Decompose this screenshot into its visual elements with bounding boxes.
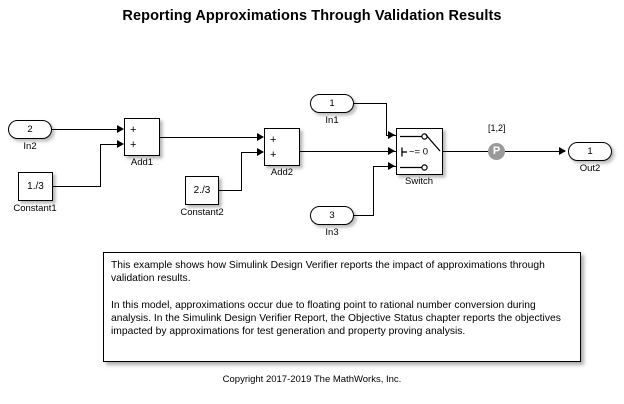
inport-in2-label: In2	[23, 141, 37, 152]
wire-arrow-switch-in2	[388, 147, 395, 155]
wire-in1-seg1	[354, 103, 387, 105]
switch-glyph	[400, 133, 441, 171]
block-switch-label: Switch	[405, 176, 433, 187]
annotation-note[interactable]: This example shows how Simulink Design V…	[103, 252, 581, 362]
inport-in3[interactable]: 3	[310, 206, 354, 225]
inport-in1-number: 1	[329, 98, 335, 109]
wire-constant1-seg3	[100, 144, 118, 146]
wire-arrow-add2-in2	[257, 148, 264, 156]
inport-in2[interactable]: 2	[8, 120, 52, 139]
block-switch[interactable]: ~= 0	[396, 128, 443, 175]
page-title: Reporting Approximations Through Validat…	[122, 8, 502, 24]
inport-in1[interactable]: 1	[310, 94, 354, 113]
inport-in2-number: 2	[27, 124, 33, 135]
add2-sign-top: +	[270, 134, 277, 146]
approximation-badge-letter: P	[492, 145, 501, 157]
wire-constant2-seg2	[241, 152, 243, 191]
copyright-text: Copyright 2017-2019 The MathWorks, Inc.	[222, 374, 402, 385]
wire-constant1-seg2	[100, 144, 102, 187]
note-paragraph-2: In this model, approximations occur due …	[111, 299, 561, 337]
note-paragraph-spacer	[111, 285, 572, 298]
switch-criteria: ~= 0	[409, 146, 429, 157]
block-constant2-label: Constant2	[180, 207, 224, 218]
block-add2-label: Add2	[270, 167, 294, 178]
block-add2[interactable]: + +	[264, 128, 300, 166]
wire-arrow-switch-in3	[388, 162, 395, 170]
block-constant1[interactable]: 1./3	[18, 172, 53, 201]
constant2-value: 2./3	[193, 185, 211, 196]
constant1-value: 1./3	[27, 181, 44, 192]
wire-arrow-switch-in1	[388, 131, 395, 139]
wire-arrow-add2-in1	[257, 133, 264, 141]
wire-in3-seg1	[354, 215, 374, 217]
wire-in1-seg2	[386, 103, 388, 136]
wire-arrow-out2	[559, 147, 566, 155]
wire-switch-to-approximation	[443, 151, 488, 153]
wire-constant2-seg3	[241, 152, 258, 154]
wire-in3-seg3	[373, 166, 396, 168]
outport-out2-number: 1	[587, 146, 593, 157]
wire-constant2-seg1	[219, 190, 242, 192]
inport-in1-label: In1	[325, 115, 339, 126]
inport-in3-label: In3	[325, 227, 339, 238]
wire-arrow-add1-in1	[117, 125, 124, 133]
outport-out2-label: Out2	[579, 163, 601, 174]
block-add1-label: Add1	[130, 157, 154, 168]
wire-constant1-seg1	[53, 186, 101, 188]
add2-sign-bottom: +	[270, 149, 277, 161]
wire-add2-to-switch	[300, 151, 396, 153]
wire-add1-to-add2	[160, 137, 258, 139]
wire-approximation-to-out2	[505, 151, 565, 153]
wire-arrow-add1-in2	[117, 140, 124, 148]
wire-in2-to-add1	[52, 129, 118, 131]
approximation-badge[interactable]: P	[488, 143, 505, 160]
add1-sign-bottom: +	[130, 139, 137, 151]
approximation-tag: [1,2]	[488, 123, 506, 133]
inport-in3-number: 3	[329, 210, 335, 221]
block-constant2[interactable]: 2./3	[185, 176, 219, 205]
note-paragraph-1: This example shows how Simulink Design V…	[111, 260, 545, 285]
outport-out2[interactable]: 1	[568, 142, 612, 161]
block-constant1-label: Constant1	[13, 203, 57, 214]
add1-sign-top: +	[130, 124, 137, 136]
block-add1[interactable]: + +	[124, 118, 160, 156]
wire-in3-seg2	[373, 166, 375, 216]
